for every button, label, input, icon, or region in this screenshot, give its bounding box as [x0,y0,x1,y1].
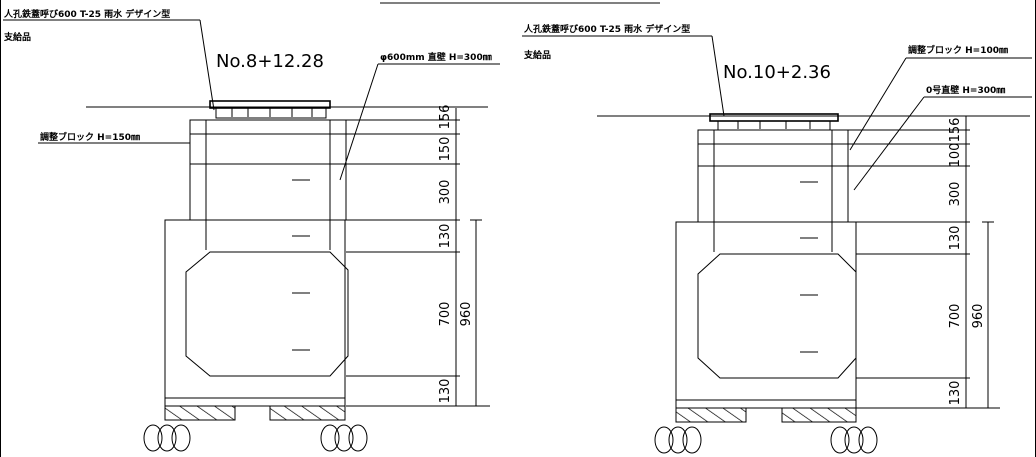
left-dim-156: 156 [438,105,453,130]
left-dim-130-top: 130 [438,224,453,249]
right-cover-label: 人孔鉄蓋呼び600 T-25 雨水 デザイン型 [523,23,690,35]
right-gravel-5 [844,426,864,454]
left-dim-130-bottom: 130 [438,379,453,404]
right-base-hatch-2 [781,407,857,423]
right-adjust-leader-arrow [849,57,907,151]
right-adjust-block [697,129,849,145]
left-adjust-block-label: 調整ブロック H=150㎜ [40,131,140,143]
left-straight-wall [189,163,347,221]
right-dim-300: 300 [948,182,963,207]
right-gravel-4 [830,426,850,454]
right-dim-130-bottom: 130 [948,381,963,406]
right-dim-960: 960 [971,304,986,329]
right-gravel-2 [668,426,688,454]
right-dim-700: 700 [948,304,963,329]
right-straight-wall [697,165,849,223]
right-chamber-octagon [697,253,857,379]
right-chamber [675,221,857,409]
left-chamber-octagon [185,251,349,377]
left-manhole: 人孔鉄蓋呼び600 T-25 雨水 デザイン型 支給品 No.8+12.28 調… [3,8,500,452]
left-dim-300: 300 [438,180,453,205]
left-adjust-block [189,119,347,135]
right-base-top [675,399,857,409]
left-gravel-3 [171,424,191,452]
right-dim-156: 156 [948,118,963,143]
right-pipe-label: 0号直壁 H=300㎜ [926,84,1005,96]
left-pipe-label: φ600mm 直壁 H=300㎜ [380,51,492,63]
left-adjust-block-lower [189,133,347,165]
left-gravel-2 [157,424,177,452]
right-supply-label: 支給品 [523,49,551,61]
right-gravel-6 [858,426,878,454]
right-manhole: 人孔鉄蓋呼び600 T-25 雨水 デザイン型 支給品 No.10+2.36 調… [522,23,1032,454]
left-cover-leader-arrow [199,19,215,111]
right-cover-frame [717,121,831,131]
left-gravel-4 [320,424,340,452]
right-station-label: No.10+2.36 [723,62,831,83]
left-dim-700: 700 [438,302,453,327]
left-supply-label: 支給品 [3,31,31,43]
left-gravel-1 [143,424,163,452]
right-adjust-block-label: 調整ブロック H=100㎜ [908,44,1008,56]
left-dim-960: 960 [459,302,474,327]
right-dim-100: 100 [948,143,963,168]
right-gravel-1 [654,426,674,454]
left-cover-frame [215,108,327,119]
right-base-hatch-1 [675,407,747,423]
left-dim-150: 150 [438,137,453,162]
right-gravel-3 [682,426,702,454]
left-base-hatch-2 [269,405,346,421]
left-station-label: No.8+12.28 [216,51,324,72]
left-base-hatch-1 [164,405,236,421]
right-adjust-block-lower [697,143,849,167]
right-cover-top [709,113,839,122]
left-chamber [164,219,346,407]
left-base-top [164,397,346,407]
right-dim-130-top: 130 [948,226,963,251]
left-gravel-6 [348,424,368,452]
right-cover-leader-arrow [711,35,725,117]
left-cover-label: 人孔鉄蓋呼び600 T-25 雨水 デザイン型 [3,8,170,20]
left-gravel-5 [334,424,354,452]
